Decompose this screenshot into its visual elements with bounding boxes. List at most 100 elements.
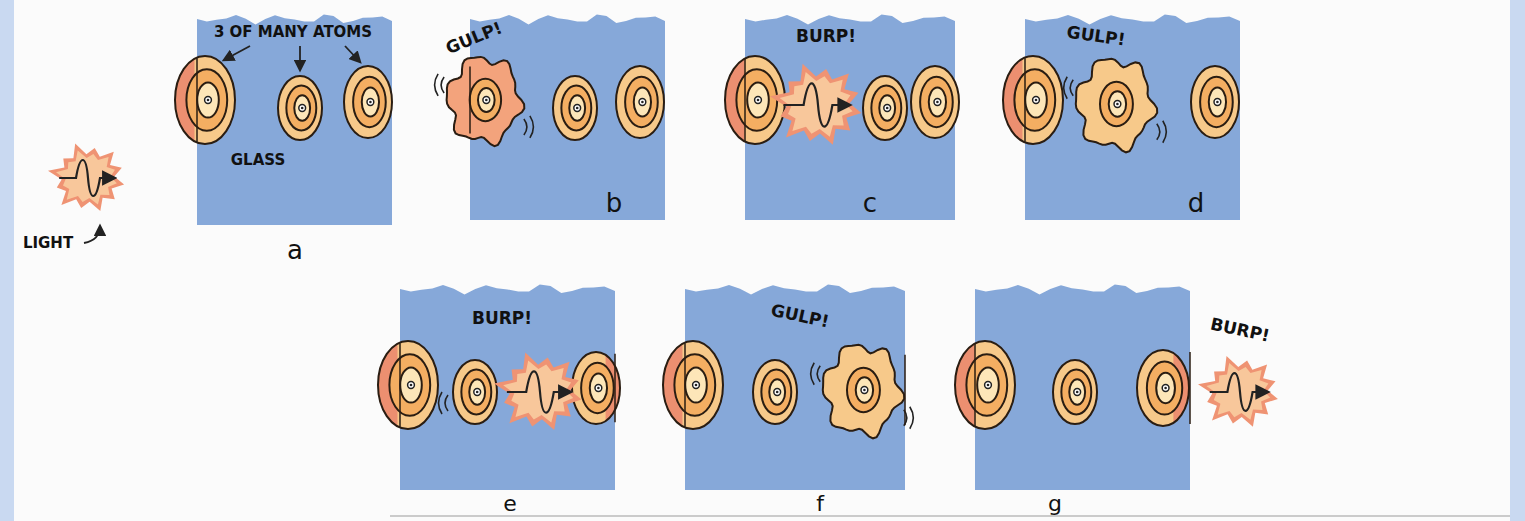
light-wave [1210,373,1268,411]
atom-nucleus [639,99,646,106]
atom-nucleus [367,99,374,106]
atom-shell [572,352,620,424]
atom-ring [1069,379,1085,405]
atom-ring [769,379,785,405]
atom-ring [561,86,591,131]
atom-nucleus [299,105,306,112]
atom-shell [175,56,235,144]
atom-outline [663,341,723,429]
atom-ring [1109,91,1126,116]
excited-atom [435,57,534,146]
atom-ring [581,363,614,413]
atom-nucleus-dot [597,387,600,390]
vibration-mark [530,116,534,138]
atom-nucleus [205,97,212,104]
leader-arrow [345,46,360,62]
atom-shell [1053,360,1097,424]
atom-nucleus [934,99,941,106]
atom [1191,66,1239,138]
atom-ring [186,69,227,131]
atom-ring [871,86,901,131]
atom [1053,360,1097,424]
atom-nucleus-dot [1076,391,1079,394]
atom-ring [929,88,946,117]
light-burst [770,64,861,145]
atom-outline [278,76,322,140]
atom-ring [469,379,485,405]
glass-edge [1024,58,1026,142]
atom-ring [1061,370,1091,415]
glass-edge [974,343,976,427]
atom [663,341,723,429]
atom-nucleus-dot [776,391,779,394]
vibration-mark [439,392,443,414]
atom-shell [344,66,392,138]
atom [911,66,959,138]
vibration-mark [435,74,439,96]
atom-outline [572,352,620,424]
atom-shell [663,341,723,429]
atom-shell [278,76,322,140]
atom-nucleus [474,389,481,396]
atom-nucleus [1214,99,1221,106]
panel-letter: a [287,236,303,265]
atom [1137,350,1190,426]
burst-shape [1206,363,1270,420]
atom-ring [389,354,430,416]
atom-nucleus [1074,389,1081,396]
leader-arrow [84,226,100,243]
panel-letter: e [503,492,517,516]
atom-outline [863,76,907,140]
atom-nucleus-dot [863,389,866,392]
excited-atom [811,345,914,439]
vibration-mark [817,366,820,382]
atom [344,66,392,138]
light-wave [507,371,570,412]
hand-label: 3 OF MANY ATOMS [214,24,372,41]
atom-ring [1209,88,1226,117]
excited-atom-shell [823,345,904,439]
atom-ring [685,367,707,402]
burst-shape [1198,356,1278,427]
atom-ring [1100,82,1133,126]
burst-shape [56,151,117,205]
atom [175,56,235,144]
atom-ring [569,95,585,121]
light-wave [783,83,849,126]
atom [572,352,620,424]
atom-ring [856,377,873,402]
atom-nucleus-dot [886,107,889,110]
atom-nucleus-dot [1164,387,1167,390]
atom-shell [453,360,497,424]
panel-letter: c [863,189,877,218]
atom-outline [1191,66,1239,138]
hand-label: BURP! [796,27,856,46]
atom-ring [634,88,651,117]
atom-nucleus-dot [641,101,644,104]
glass-edge [399,343,401,427]
atom-nucleus-dot [410,384,413,387]
atom-ring [286,86,316,131]
atom [616,66,664,138]
excited-atom-shell [447,57,525,146]
atom-shell [1137,350,1189,426]
glass-edge [196,58,198,142]
atom-outline [1053,360,1097,424]
glass-edge [904,355,906,425]
excited-atom-shell [1076,59,1157,153]
atom-ring [966,354,1007,416]
atom-outline [911,66,959,138]
atom-ring [478,88,495,112]
hand-label: GULP! [769,301,830,332]
atom-nucleus [884,105,891,112]
glass-edge [469,66,471,133]
vibration-mark [524,119,527,135]
atom [753,360,797,424]
vibration-mark [811,363,815,385]
atom-shell [616,66,664,138]
burst-shape [503,360,573,422]
atom [1003,56,1063,144]
atom-nucleus-dot [301,107,304,110]
hand-label: BURP! [1209,315,1272,346]
